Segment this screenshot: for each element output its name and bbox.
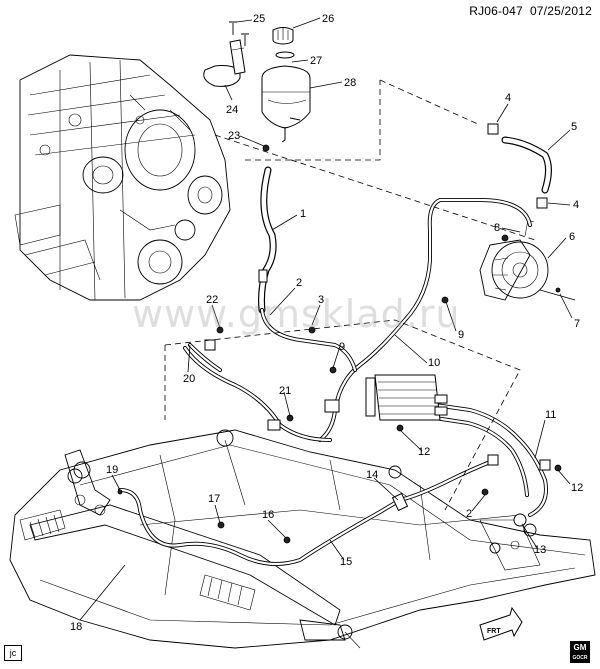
diagram-header: RJ06-047 07/25/2012	[469, 4, 592, 18]
callout-4b: 4	[573, 199, 579, 211]
callout-10: 10	[428, 357, 440, 369]
callout-27: 27	[310, 55, 322, 67]
gm-logo: GM GOCR	[570, 641, 590, 663]
oil-cooler	[365, 374, 448, 421]
callout-8: 8	[494, 222, 500, 234]
callout-2b: 2	[466, 508, 472, 520]
hose-network	[118, 136, 552, 566]
group-boundaries	[164, 79, 536, 511]
callout-25: 25	[253, 13, 265, 25]
corner-tag: jc	[4, 645, 22, 661]
logo-line-1: GM	[573, 643, 587, 652]
front-marker-label: FRT	[487, 628, 501, 635]
callout-2a: 2	[296, 277, 302, 289]
callout-12a: 12	[418, 446, 430, 458]
logo-line-2: GOCR	[572, 655, 588, 661]
callout-6: 6	[569, 231, 575, 243]
callout-4a: 4	[505, 92, 511, 104]
callout-7: 7	[574, 318, 580, 330]
callout-26: 26	[322, 13, 334, 25]
callout-1: 1	[300, 208, 306, 220]
callout-5: 5	[571, 121, 577, 133]
callout-19: 19	[106, 464, 118, 476]
watermark: www.gmsklad.ru	[132, 292, 461, 336]
callout-13: 13	[534, 544, 546, 556]
callout-21: 21	[279, 385, 291, 397]
callout-22: 22	[206, 294, 218, 306]
reservoir	[203, 21, 311, 143]
power-steering-pump	[479, 219, 549, 301]
callout-24: 24	[226, 104, 238, 116]
callout-14: 14	[366, 469, 378, 481]
callout-20: 20	[183, 373, 195, 385]
fasteners	[117, 123, 576, 544]
diagram-date: 07/25/2012	[529, 4, 592, 18]
callout-15: 15	[340, 556, 352, 568]
callout-12b: 12	[571, 482, 583, 494]
callout-17: 17	[208, 493, 220, 505]
subframe	[9, 429, 596, 649]
engine-assembly	[14, 54, 231, 301]
diagram-code: RJ06-047	[469, 4, 523, 18]
front-direction-marker: FRT	[479, 606, 523, 641]
callout-23: 23	[228, 130, 240, 142]
callout-28: 28	[344, 77, 356, 89]
callout-11: 11	[545, 409, 556, 421]
steering-gear	[19, 449, 361, 649]
leader-lines	[79, 17, 573, 621]
callout-labels: 25 26 27 28 24 23 4 5 4 8 6 7 1 2 3 9 22…	[70, 13, 583, 633]
callout-9b: 9	[339, 341, 345, 353]
callout-18: 18	[70, 621, 82, 633]
callout-16: 16	[262, 509, 274, 521]
callout-3: 3	[318, 294, 324, 306]
callout-9a: 9	[458, 329, 464, 341]
